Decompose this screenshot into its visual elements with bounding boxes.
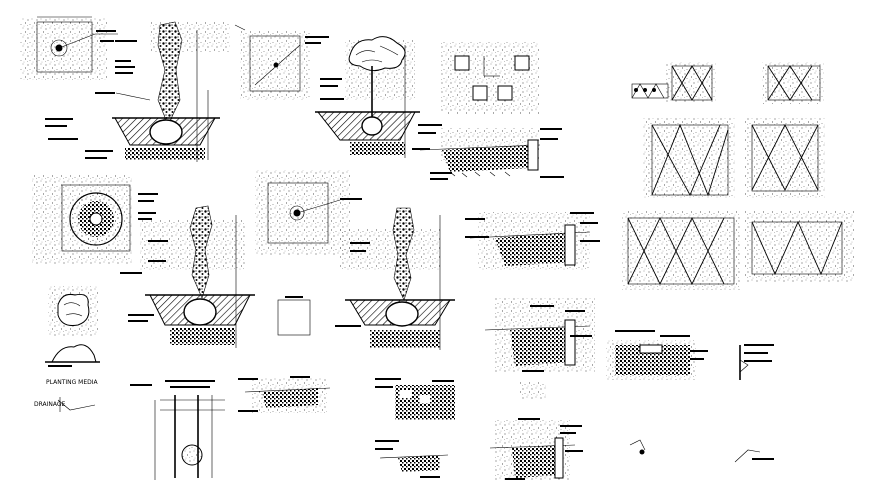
- planter-edge-section-4: [489, 418, 583, 480]
- tree-planting-section-1: [85, 21, 230, 162]
- tree-planting-section-3: [128, 205, 255, 348]
- planting-media-label: PLANTING MEDIA: [46, 379, 98, 386]
- lattice-panel-small-1: [631, 83, 669, 99]
- paving-grid-plan: [440, 42, 540, 114]
- lattice-panel-medium-1: [643, 118, 735, 198]
- lattice-panel-large-2: [745, 210, 855, 282]
- drainage-label: DRAINAGE: [34, 401, 66, 408]
- planter-wall-section: [606, 330, 708, 380]
- boulder-elevation: [45, 344, 100, 367]
- legend-marks: [45, 118, 96, 412]
- lattice-panel-small-2: [666, 62, 716, 102]
- planter-edge-section-2: [465, 212, 600, 270]
- edge-strip-section-2: [375, 440, 449, 478]
- lattice-panel-large-1: [622, 210, 740, 290]
- curb-section: [739, 344, 774, 380]
- edge-strip-section-1: [238, 376, 331, 413]
- tree-pit-plan-1: [20, 16, 118, 80]
- tree-pit-plan-2: [255, 170, 362, 255]
- step-section: [375, 378, 546, 420]
- bollard-elevation: [130, 380, 225, 480]
- tree-planting-section-4: [335, 207, 455, 350]
- lattice-panel-medium-2: [745, 118, 825, 198]
- lattice-panel-small-3: [762, 62, 824, 104]
- planter-edge-section-1: [412, 124, 564, 180]
- section-marker-symbols: [629, 439, 774, 463]
- planter-edge-section-3: [484, 298, 595, 373]
- small-square-plan: [277, 296, 311, 336]
- tree-guard-plan: [234, 24, 329, 100]
- boulder-plan: [48, 286, 98, 336]
- tree-grate-plan-large: [32, 175, 158, 274]
- tree-planting-section-2: [315, 36, 420, 158]
